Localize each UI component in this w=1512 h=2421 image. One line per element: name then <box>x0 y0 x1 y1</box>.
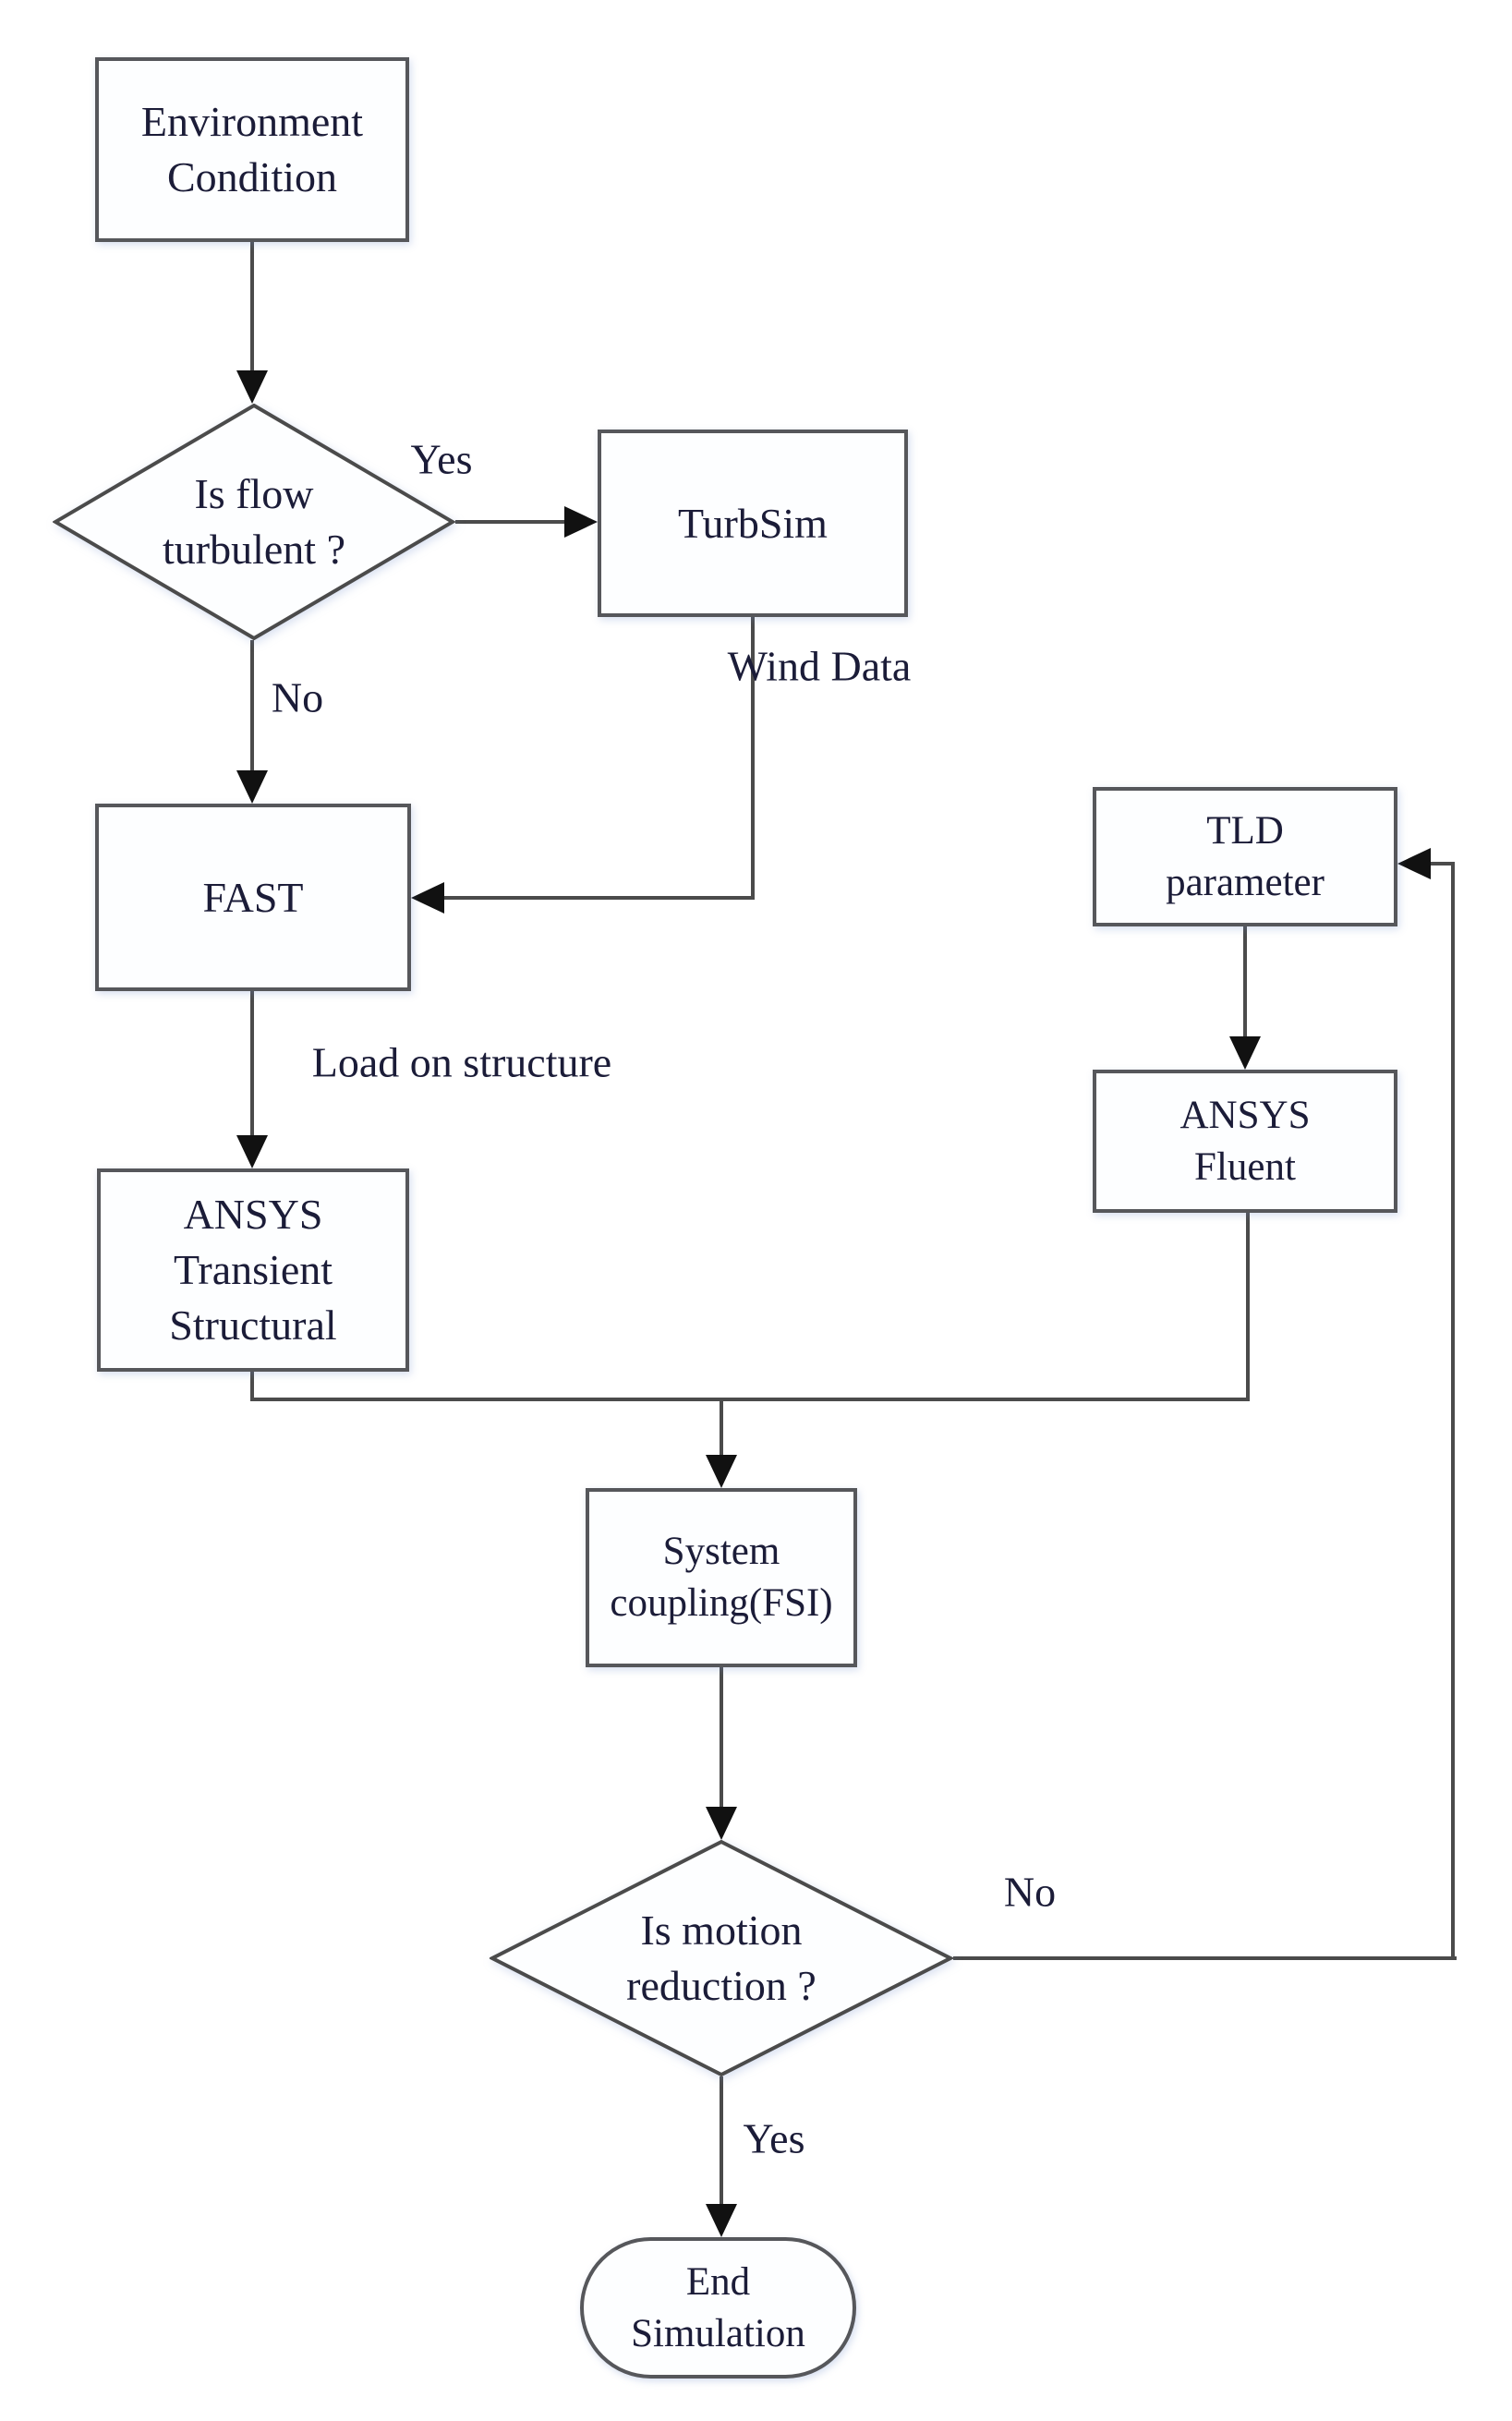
arrowhead-down-icon <box>706 2204 737 2237</box>
arrowhead-down-icon <box>236 370 268 404</box>
arrowhead-down-icon <box>236 1135 268 1168</box>
edge-label-load-on-structure: Load on structure <box>311 1038 612 1086</box>
arrowhead-left-icon <box>1397 848 1431 879</box>
end-simulation-label: End Simulation <box>631 2259 805 2355</box>
ansys-transient-structural-label: ANSYS Transient Structural <box>169 1191 337 1349</box>
arrowhead-down-icon <box>236 770 268 804</box>
arrowhead-left-icon <box>411 882 444 914</box>
arrowhead-down-icon <box>706 1807 737 1840</box>
connector-merge-to-syscoupling <box>720 1398 723 1457</box>
flow-turbulent-label: Is flow turbulent ? <box>163 470 345 573</box>
turbsim-box: TurbSim <box>598 430 908 617</box>
diamond-shape <box>53 404 455 640</box>
connector-ansys-ts-drop <box>250 1372 254 1401</box>
tld-parameter-label: TLD parameter <box>1166 808 1325 904</box>
ansys-fluent-box: ANSYS Fluent <box>1093 1070 1397 1213</box>
system-coupling-label: System coupling(FSI) <box>610 1530 833 1625</box>
arrowhead-down-icon <box>1229 1036 1261 1070</box>
arrowhead-down-icon <box>706 1455 737 1488</box>
connector-yes-to-end <box>720 2076 723 2204</box>
connector-yes-to-turbsim <box>455 520 568 524</box>
edge-label-wind-data: Wind Data <box>727 642 912 690</box>
end-simulation-terminator: End Simulation <box>580 2237 856 2379</box>
connector-turbsim-drop <box>751 617 755 900</box>
connector-fluent-drop <box>1246 1213 1250 1401</box>
connector-env-to-flow-decision <box>250 242 254 374</box>
connector-syscoupling-to-motion-decision <box>720 1667 723 1809</box>
arrowhead-right-icon <box>564 506 598 538</box>
edge-label-no-flow: No <box>271 673 324 721</box>
connector-no-feedback-top <box>1429 862 1455 866</box>
connector-fast-to-ansys-ts <box>250 991 254 1137</box>
connector-no-feedback-vertical <box>1451 862 1455 1960</box>
ansys-fluent-label: ANSYS Fluent <box>1179 1093 1311 1189</box>
motion-reduction-label: Is motion reduction ? <box>626 1907 816 2009</box>
connector-winddata-horizontal <box>444 896 753 900</box>
fast-box: FAST <box>95 804 411 991</box>
edge-label-no-motion: No <box>1003 1868 1057 1916</box>
fast-label: FAST <box>202 873 304 921</box>
connector-no-feedback-horizontal <box>953 1956 1457 1960</box>
turbsim-label: TurbSim <box>678 499 828 547</box>
diamond-shape <box>490 1840 953 2076</box>
environment-condition-label: Environment Condition <box>140 98 364 200</box>
environment-condition-box: Environment Condition <box>95 57 409 242</box>
connector-tld-to-fluent <box>1243 926 1247 1038</box>
motion-reduction-label-wrap: Is motion reduction ? <box>490 1840 953 2076</box>
edge-label-yes-motion: Yes <box>743 2114 805 2162</box>
edge-label-yes-flow: Yes <box>410 435 473 483</box>
tld-parameter-box: TLD parameter <box>1093 787 1397 926</box>
ansys-transient-structural-box: ANSYS Transient Structural <box>97 1168 409 1372</box>
flow-turbulent-decision: Is flow turbulent ? <box>53 404 455 640</box>
connector-no-to-fast <box>250 640 254 772</box>
flow-turbulent-label-wrap: Is flow turbulent ? <box>53 404 455 640</box>
connector-merge-horizontal <box>250 1398 1250 1401</box>
system-coupling-box: System coupling(FSI) <box>586 1488 857 1667</box>
motion-reduction-decision: Is motion reduction ? <box>490 1840 953 2076</box>
